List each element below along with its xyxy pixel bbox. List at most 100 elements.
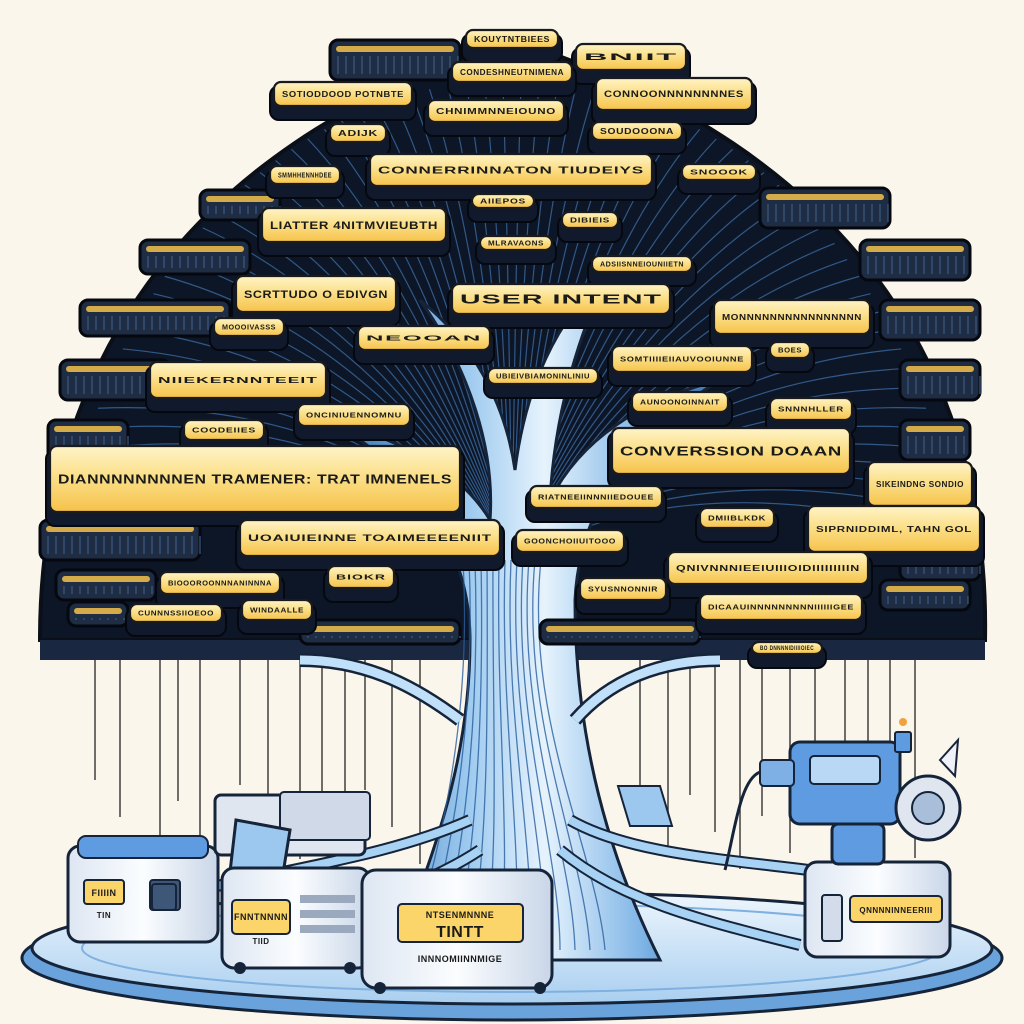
label-face	[328, 122, 388, 144]
right-machine-tag-text: QNNNNINNEERIII	[859, 906, 932, 915]
center-server-machine: NTSENMNNNE TINTT INNNOMIINNMIGE	[360, 868, 554, 994]
canopy-label-text: QNIVNNNIEEIUIIIOIDIIIIIIIIIN	[676, 564, 860, 573]
canopy-label: ADIJK	[325, 122, 391, 157]
label-face	[478, 234, 554, 252]
canopy-label-text: SIPRNIDDIML, TAHN GOL	[816, 525, 972, 534]
label-face	[470, 192, 536, 210]
canopy-label-text: RIATNEEIINNNIIEDOUEE	[538, 495, 654, 502]
label-face	[768, 340, 812, 360]
label-face	[326, 564, 396, 590]
canopy-label: SNOOOK	[677, 162, 761, 195]
canopy-label-text: BIOKR	[336, 575, 386, 582]
canopy-label: KOUYTNTBIEES	[461, 28, 563, 63]
canopy-label: USER INTENT	[447, 282, 675, 329]
label-face	[148, 360, 328, 400]
canopy-label: MLRAVAONS	[475, 234, 557, 265]
label-face	[486, 366, 600, 386]
canopy-label: BOES	[765, 340, 815, 373]
canopy-label-text: ADIJK	[338, 129, 378, 138]
canopy-label-text: KOUYTNTBIEES	[474, 35, 550, 44]
canopy-label-text: CONNOONNNNNNNNES	[604, 89, 744, 99]
canopy-label-text: ONCINIUENNOMNU	[306, 413, 402, 420]
canopy-label-text: SOMTIIIIEIIAUVOOIUNNE	[620, 357, 744, 364]
canopy-label-text: BOES	[778, 348, 802, 355]
center-machine-tag-line1: NTSENMNNNE	[426, 910, 495, 920]
canopy-label: CHNIMMNNEIOUNO	[423, 98, 569, 137]
canopy-label-text: DMIIBLKDK	[708, 516, 766, 523]
left-machine-tag-text: FIIIIN	[92, 888, 117, 898]
canopy-label-text: DICAAUINNNNNNNNNIIIIIIGEE	[708, 605, 854, 612]
label-face	[234, 274, 398, 314]
label-face	[528, 484, 664, 510]
canopy-label-text: ADSIISNNEIOUNIIETN	[600, 262, 684, 269]
canopy-label: DIBIEIS	[557, 210, 623, 243]
canopy-label-text: BNIIT	[584, 52, 678, 62]
canopy-label-text: MONNNNNNNNNNNNNNNN	[722, 313, 862, 322]
label-face	[590, 254, 694, 274]
canopy-labels: KOUYTNTBIEES BNIIT CONDESHNEUTNIMENA CONNOO…	[38, 28, 985, 669]
label-face	[48, 444, 462, 514]
canopy-label-text: CHNIMMNNEIOUNO	[436, 107, 556, 116]
label-face	[514, 528, 626, 554]
canopy-label-text: DIBIEIS	[570, 218, 610, 225]
label-face	[610, 426, 852, 476]
canopy-label-text: SOTIODDOOD POTNBTE	[282, 90, 404, 99]
label-face	[296, 402, 412, 428]
label-face	[712, 298, 872, 336]
label-face	[750, 640, 824, 656]
canopy-label-text: WINDAALLE	[250, 608, 304, 615]
canopy-label: CUNNNSSIIOEOO	[125, 602, 227, 637]
connector-box	[151, 883, 177, 911]
canopy-label: GOONCHOIIUITOOO	[511, 528, 629, 567]
center-machine-tag-line2: TINTT	[436, 924, 484, 941]
canopy-label-text: MOOOIVASSS	[222, 325, 276, 332]
canopy-label-text: DIANNNNNNNNEN TRAMENER: TRAT IMNENELS	[58, 472, 452, 487]
label-face	[560, 210, 620, 230]
canopy-label: CONDESHNEUTNIMENA	[447, 60, 577, 97]
right-monitor	[616, 785, 674, 827]
canopy-label: SMMHHENNHDEE	[265, 164, 345, 199]
canopy-label: AIIEPOS	[467, 192, 539, 223]
canopy-label: SOUDOOONA	[587, 120, 687, 155]
label-face	[426, 98, 566, 124]
canopy-label-text: MLRAVAONS	[488, 241, 544, 248]
label-face	[238, 518, 502, 558]
middle-machine-caption: TIID	[252, 937, 269, 946]
canopy-label-text: BO DNNNNIDIIIIOIEC	[760, 646, 814, 652]
canopy-label: ONCINIUENNOMNU	[293, 402, 415, 441]
label-face	[268, 164, 342, 186]
center-machine-tag	[397, 903, 524, 943]
canopy-label: MONNNNNNNNNNNNNNNN	[709, 298, 875, 349]
label-face	[450, 282, 672, 316]
center-machine-caption: INNNOMIINNMIGE	[418, 954, 503, 964]
canopy-label-text: NIIEKERNNTEEIT	[158, 376, 318, 385]
canopy-label: BNIIT	[571, 42, 691, 85]
canopy-label: UBIEIVBIAMONINLINIU	[483, 366, 603, 399]
label-face	[698, 592, 864, 622]
canopy-label: SNNNHLLER	[765, 396, 857, 435]
label-face	[806, 504, 982, 554]
canopy-label-text: SOUDOOONA	[600, 127, 674, 136]
canopy-label: SOTIODDOOD POTNBTE	[269, 80, 417, 121]
left-machine-caption: TIN	[97, 911, 111, 920]
label-face	[240, 598, 314, 622]
canopy-label: SYUSNNONNIR	[575, 576, 671, 615]
canopy-label: DMIIBLKDK	[695, 506, 779, 543]
canopy-label: DICAAUINNNNNNNNNIIIIIIGEE	[695, 592, 867, 635]
canopy-label: WINDAALLE	[237, 598, 317, 635]
canopy-label: RIATNEEIINNNIIEDOUEE	[525, 484, 667, 523]
label-face	[768, 396, 854, 422]
label-face	[464, 28, 560, 50]
right-engine-machine: QNNNNINNEERIII	[723, 718, 962, 959]
label-face	[260, 206, 448, 244]
canopy-label-text: GOONCHOIIUITOOO	[524, 539, 616, 546]
canopy-label: ADSIISNNEIOUNIIETN	[587, 254, 697, 287]
right-machine-tag	[849, 895, 943, 923]
canopy-label: CONNOONNNNNNNNES	[591, 76, 757, 125]
label-face	[182, 418, 266, 442]
canopy-label-text: CONNERRINNATON TIUDEIYS	[378, 166, 644, 177]
canopy-label: MOOOIVASSS	[209, 316, 289, 351]
left-machine-tag	[83, 879, 125, 905]
label-face	[128, 602, 224, 624]
